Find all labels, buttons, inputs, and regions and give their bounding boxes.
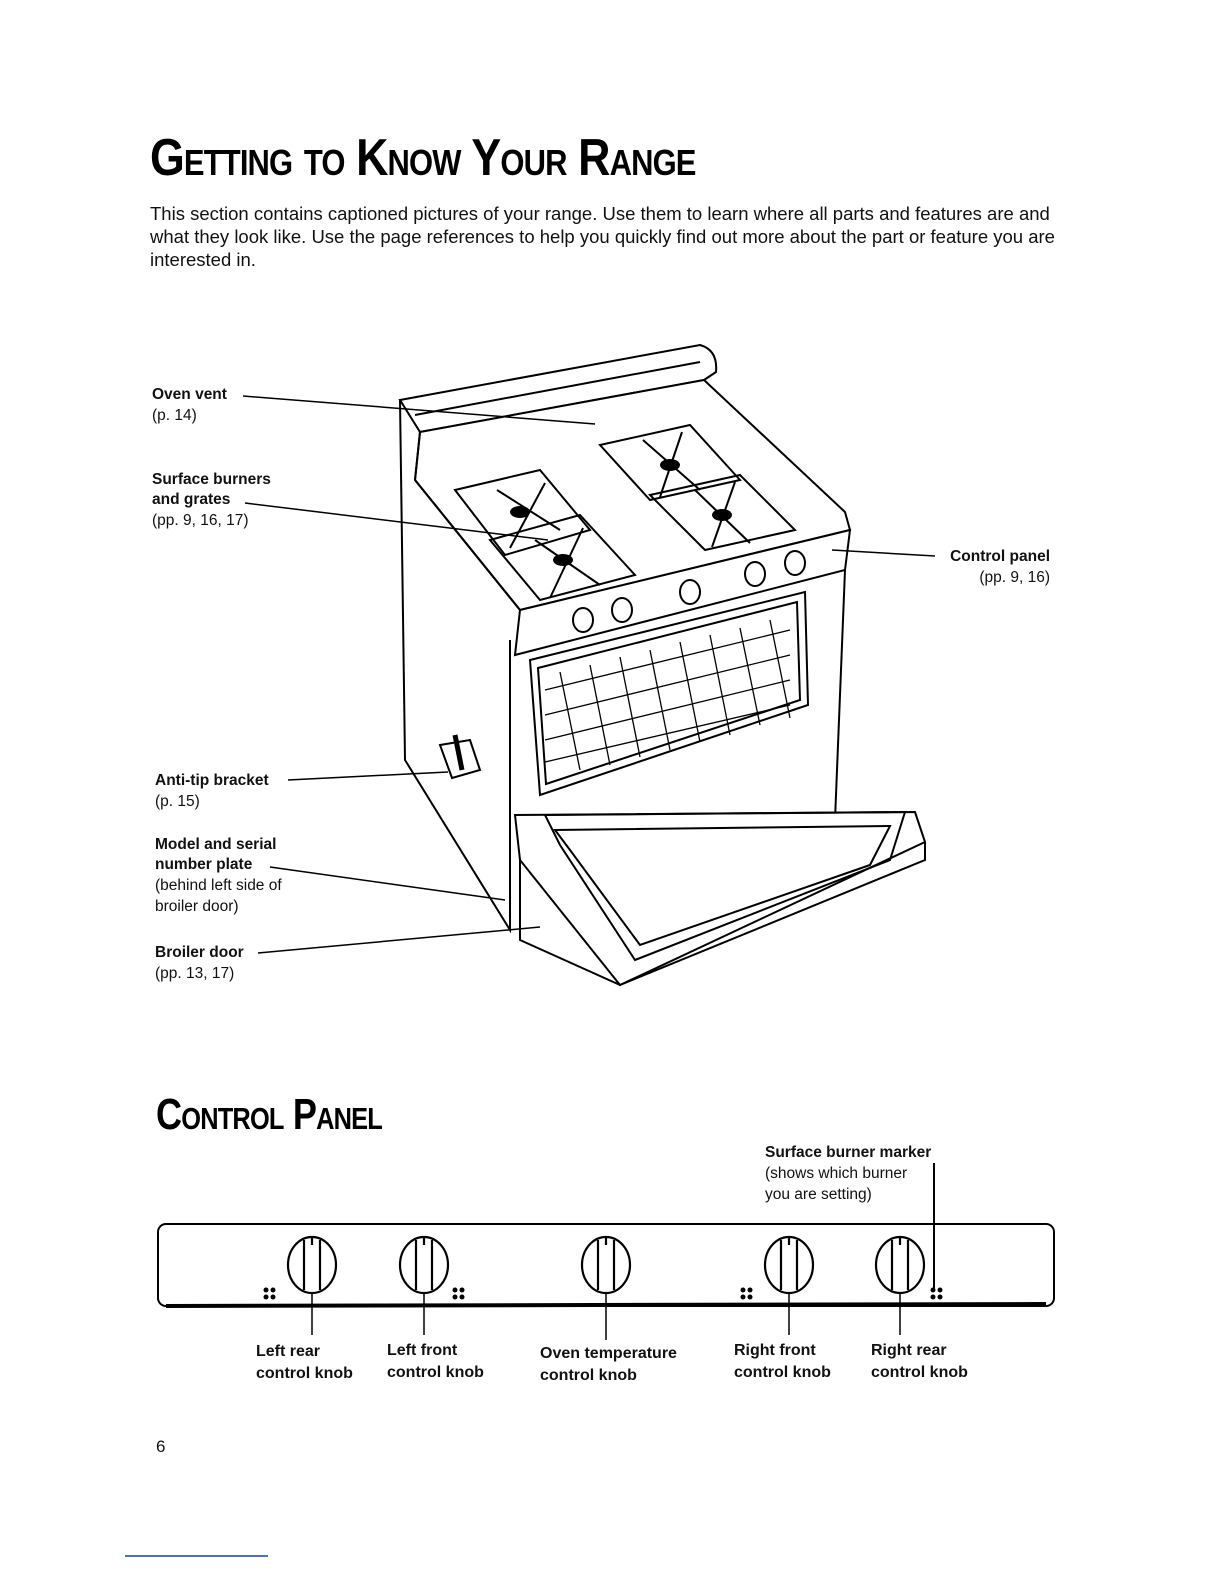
knob-label-line1: Left rear [256,1343,321,1360]
intro-paragraph: This section contains captioned pictures… [150,203,1055,270]
knob-label-left-front: Left front control knob [387,1340,484,1384]
knob-label-line1: Left front [387,1342,458,1359]
callout-title: Model and serial number plate [155,836,277,873]
knob-oven-temperature [580,1235,632,1340]
knob-label-line2: control knob [387,1364,484,1381]
knob-label-line2: control knob [540,1367,637,1384]
knob-label-left-rear: Left rear control knob [256,1341,353,1385]
knob-label-line1: Oven temperature [540,1345,677,1362]
burner-indicator-dots [263,1287,943,1300]
knob-label-oven-temperature: Oven temperature control knob [540,1343,677,1387]
footer-rule [125,1555,268,1557]
knob-label-right-front: Right front control knob [734,1340,831,1384]
callout-surface-burners: Surface burners and grates (pp. 9, 16, 1… [152,470,292,531]
marker-ref: (shows which burner you are setting) [765,1165,908,1203]
callout-ref: (p. 15) [155,793,200,810]
knob-label-line2: control knob [871,1364,968,1381]
knob-label-line2: control knob [256,1365,353,1382]
page-title: Getting to Know Your Range [150,129,696,187]
callout-anti-tip-bracket: Anti-tip bracket (p. 15) [155,771,269,812]
callout-title: Broiler door [155,944,244,961]
callout-title: Surface burners and grates [152,471,271,508]
callout-ref: (p. 14) [152,407,197,424]
knob-label-line2: control knob [734,1364,831,1381]
callout-ref: (pp. 13, 17) [155,965,235,982]
callout-ref: (pp. 9, 16) [979,569,1050,586]
callout-oven-vent: Oven vent (p. 14) [152,385,227,426]
surface-burner-marker-callout: Surface burner marker (shows which burne… [765,1143,965,1205]
knob-left-rear [286,1235,338,1335]
marker-title: Surface burner marker [765,1144,932,1161]
callout-ref: (behind left side of broiler door) [155,877,282,915]
knob-right-front [763,1235,815,1335]
callout-title: Control panel [950,548,1050,565]
callout-title: Oven vent [152,386,227,403]
callout-control-panel: Control panel (pp. 9, 16) [938,547,1050,588]
callout-broiler-door: Broiler door (pp. 13, 17) [155,943,244,984]
knob-left-front [398,1235,450,1335]
knob-label-right-rear: Right rear control knob [871,1340,968,1384]
callout-ref: (pp. 9, 16, 17) [152,512,249,529]
knob-label-line1: Right rear [871,1342,947,1359]
callout-title: Anti-tip bracket [155,772,269,789]
knob-right-rear [874,1235,926,1335]
knob-label-line1: Right front [734,1342,816,1359]
callout-model-serial-plate: Model and serial number plate (behind le… [155,835,285,917]
section-title-control-panel: Control Panel [156,1090,383,1139]
page-number: 6 [156,1437,166,1456]
